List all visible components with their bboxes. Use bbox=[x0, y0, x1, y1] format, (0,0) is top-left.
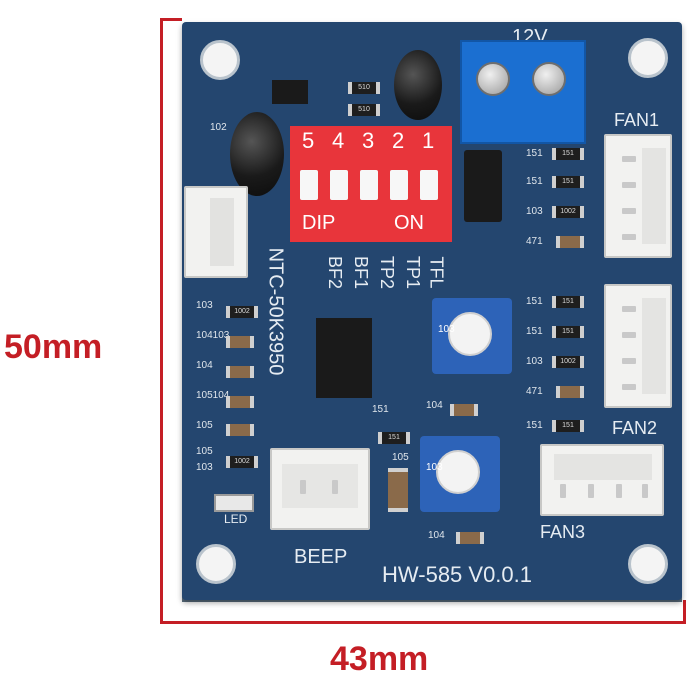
right-resistor-mid-3: 151 bbox=[552, 420, 584, 432]
right-resistor-top-1: 151 bbox=[552, 176, 584, 188]
right-code-mid-1: 151 bbox=[526, 326, 543, 337]
right-code-top-2: 103 bbox=[526, 206, 543, 217]
mounting-hole-top-right bbox=[628, 38, 668, 78]
right-resistor-mid-0: 151 bbox=[552, 296, 584, 308]
right-capacitor-top bbox=[556, 236, 584, 248]
fan3-label: FAN3 bbox=[540, 522, 586, 542]
dip-label: DIP bbox=[302, 212, 336, 234]
controller-ic bbox=[316, 318, 372, 398]
height-dimension-tick-top bbox=[160, 18, 182, 21]
dip-number-4: 4 bbox=[332, 128, 345, 153]
dip-number-2: 2 bbox=[392, 128, 405, 153]
right-code-mid-3: 471 bbox=[526, 386, 543, 397]
status-led bbox=[214, 494, 254, 512]
left-code-6: 103 bbox=[196, 462, 213, 473]
tp-label-tp1: TP1 bbox=[403, 255, 424, 290]
left-resistor-1: 1002 bbox=[226, 456, 258, 468]
height-dimension-line bbox=[160, 18, 163, 624]
right-code-top-3: 471 bbox=[526, 236, 543, 247]
beep-connector bbox=[270, 448, 370, 530]
left-capacitor-0 bbox=[226, 336, 254, 348]
dip-toggle-4[interactable] bbox=[330, 170, 348, 200]
dip-toggle-2[interactable] bbox=[390, 170, 408, 200]
right-code-top-0: 151 bbox=[526, 148, 543, 159]
right-code-mid-0: 151 bbox=[526, 296, 543, 307]
dip-toggle-1[interactable] bbox=[420, 170, 438, 200]
fan1-connector bbox=[604, 134, 672, 258]
capacitor-105 bbox=[388, 468, 408, 512]
ntc-label: NTC-50K3950 bbox=[264, 247, 287, 376]
capacitor-104-b bbox=[456, 532, 484, 544]
dip-toggle-3[interactable] bbox=[360, 170, 378, 200]
pot-top-knob[interactable] bbox=[448, 312, 492, 356]
label-102: 102 bbox=[210, 122, 227, 133]
right-capacitor-mid bbox=[556, 386, 584, 398]
resistor-151-mid: 151 bbox=[378, 432, 410, 444]
width-dimension-line bbox=[160, 621, 686, 624]
fan3-connector bbox=[540, 444, 664, 516]
potentiometer-bottom[interactable]: 103 bbox=[420, 436, 500, 512]
screw-right-icon bbox=[532, 62, 566, 96]
width-dimension-tick-right bbox=[683, 600, 686, 624]
right-code-mid-4: 151 bbox=[526, 420, 543, 431]
diode bbox=[464, 150, 502, 222]
voltage-regulator bbox=[272, 80, 308, 104]
tp-label-bf2: BF2 bbox=[325, 255, 346, 290]
dip-number-5: 5 bbox=[302, 128, 315, 153]
left-code-4: 105 bbox=[196, 420, 213, 431]
screw-left-icon bbox=[476, 62, 510, 96]
left-code-5: 105 bbox=[196, 446, 213, 457]
right-code-top-1: 151 bbox=[526, 176, 543, 187]
led-label: LED bbox=[224, 512, 248, 526]
right-resistor-mid-2: 1002 bbox=[552, 356, 584, 368]
dip-toggle-5[interactable] bbox=[300, 170, 318, 200]
right-resistor-mid-1: 151 bbox=[552, 326, 584, 338]
pot-bottom-label: 103 bbox=[426, 462, 443, 473]
left-code-0: 103 bbox=[196, 300, 213, 311]
right-code-mid-2: 103 bbox=[526, 356, 543, 367]
left-capacitor-3 bbox=[226, 424, 254, 436]
potentiometer-top[interactable]: 103 bbox=[432, 298, 512, 374]
electrolytic-capacitor-top bbox=[394, 50, 442, 120]
resistor-510-a: 510 bbox=[348, 82, 380, 94]
pot-top-label: 103 bbox=[438, 324, 455, 335]
right-resistor-top-0: 151 bbox=[552, 148, 584, 160]
width-label: 43mm bbox=[330, 640, 429, 678]
beep-label: BEEP bbox=[294, 546, 348, 568]
left-capacitor-2 bbox=[226, 396, 254, 408]
dip-number-3: 3 bbox=[362, 128, 375, 153]
left-code-3: 105104 bbox=[196, 390, 230, 401]
sensor-connector bbox=[184, 186, 248, 278]
pot-bottom-knob[interactable] bbox=[436, 450, 480, 494]
electrolytic-capacitor-left bbox=[230, 112, 284, 196]
label-104-b: 104 bbox=[428, 530, 445, 541]
model-label: HW-585 V0.0.1 bbox=[382, 562, 533, 587]
tp-label-tp2: TP2 bbox=[377, 255, 398, 290]
label-104-a: 104 bbox=[426, 400, 443, 411]
capacitor-104-a bbox=[450, 404, 478, 416]
mounting-hole-bottom-left bbox=[196, 544, 236, 584]
height-label: 50mm bbox=[4, 328, 103, 366]
dip-switch: 5 4 3 2 1 DIP ON bbox=[290, 126, 452, 242]
label-105: 105 bbox=[392, 452, 409, 463]
power-terminal-block bbox=[460, 40, 586, 144]
dip-number-1: 1 bbox=[422, 128, 435, 153]
mounting-hole-bottom-right bbox=[628, 544, 668, 584]
left-capacitor-1 bbox=[226, 366, 254, 378]
resistor-510-b: 510 bbox=[348, 104, 380, 116]
fan2-connector bbox=[604, 284, 672, 408]
right-resistor-top-2: 1002 bbox=[552, 206, 584, 218]
label-151-ic: 151 bbox=[372, 404, 389, 415]
left-resistor-0: 1002 bbox=[226, 306, 258, 318]
mounting-hole-top-left bbox=[200, 40, 240, 80]
fan2-label: FAN2 bbox=[612, 418, 658, 438]
fan1-label: FAN1 bbox=[614, 110, 660, 130]
dip-on-label: ON bbox=[394, 212, 424, 234]
tp-label-tfl: TFL bbox=[426, 256, 447, 289]
left-code-2: 104 bbox=[196, 360, 213, 371]
tp-label-bf1: BF1 bbox=[351, 255, 372, 290]
left-code-1: 104103 bbox=[196, 330, 230, 341]
